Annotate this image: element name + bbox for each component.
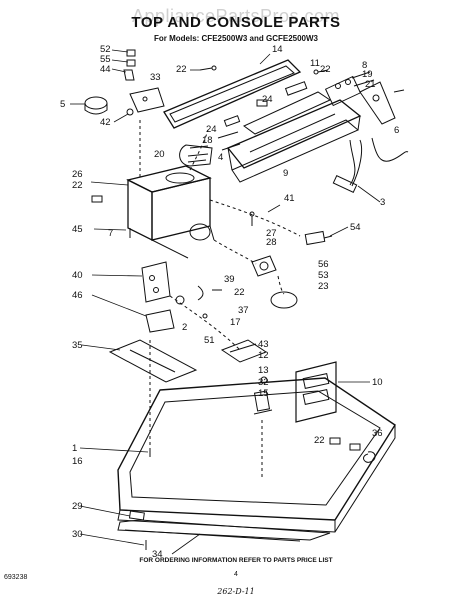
callout-13: 13 bbox=[258, 365, 269, 376]
callout-1: 1 bbox=[72, 443, 77, 454]
callout-41: 41 bbox=[284, 193, 295, 204]
callout-37: 37 bbox=[238, 305, 249, 316]
callout-30: 30 bbox=[72, 529, 83, 540]
callout-45: 45 bbox=[72, 224, 83, 235]
callout-17: 17 bbox=[230, 317, 241, 328]
callout-24b: 24 bbox=[206, 124, 217, 135]
callout-16: 16 bbox=[72, 456, 83, 467]
switch-54 bbox=[304, 230, 333, 246]
callout-12: 12 bbox=[258, 350, 269, 361]
callout-8: 8 bbox=[362, 60, 367, 71]
callout-46: 46 bbox=[72, 290, 83, 301]
callout-55: 55 bbox=[100, 54, 111, 65]
callout-22c: 22 bbox=[72, 180, 83, 191]
callout-34: 34 bbox=[152, 549, 163, 560]
mounting-bracket-40 bbox=[141, 261, 171, 303]
callout-21: 21 bbox=[365, 79, 376, 90]
callout-52: 52 bbox=[100, 44, 111, 55]
clip-group bbox=[123, 49, 136, 116]
callout-24a: 24 bbox=[262, 94, 273, 105]
handwritten-note: 262-D-11 bbox=[217, 587, 255, 596]
callout-53: 53 bbox=[318, 270, 329, 281]
lint-duct bbox=[126, 165, 215, 259]
callout-44: 44 bbox=[100, 64, 111, 75]
callout-labels: 52 55 44 33 5 42 22 14 11 22 8 19 21 24 … bbox=[60, 44, 399, 560]
callout-18: 18 bbox=[202, 135, 213, 146]
wire-harness bbox=[332, 137, 409, 193]
page-number: 4 bbox=[234, 571, 238, 578]
assembly-dashed-lines bbox=[139, 120, 301, 478]
top-panel bbox=[117, 377, 396, 533]
console-bracket bbox=[359, 81, 396, 125]
callout-27: 27 bbox=[266, 228, 277, 239]
screws-misc bbox=[91, 195, 255, 550]
callout-14: 14 bbox=[272, 44, 283, 55]
knob bbox=[84, 96, 108, 115]
control-housing bbox=[226, 91, 362, 183]
plate-46 bbox=[145, 309, 175, 333]
callout-10: 10 bbox=[372, 377, 383, 388]
callout-35: 35 bbox=[72, 340, 83, 351]
callout-4: 4 bbox=[218, 152, 223, 163]
callout-3: 3 bbox=[380, 197, 385, 208]
ordering-note: FOR ORDERING INFORMATION REFER TO PARTS … bbox=[139, 557, 333, 564]
callout-2: 2 bbox=[182, 322, 187, 333]
callout-15: 15 bbox=[258, 388, 269, 399]
callout-40: 40 bbox=[72, 270, 83, 281]
callout-7: 7 bbox=[108, 228, 113, 239]
fan-blade bbox=[220, 339, 268, 363]
callout-20: 20 bbox=[154, 149, 165, 160]
callout-54: 54 bbox=[350, 222, 361, 233]
callout-22d: 22 bbox=[234, 287, 245, 298]
callout-22a: 22 bbox=[176, 64, 187, 75]
switch-block bbox=[324, 71, 375, 107]
model-subtitle: For Models: CFE2500W3 and GCFE2500W3 bbox=[153, 34, 319, 43]
screws-right bbox=[329, 437, 376, 463]
callout-22b: 22 bbox=[320, 64, 331, 75]
callout-19: 19 bbox=[362, 69, 373, 80]
leader-lines bbox=[70, 49, 381, 555]
callout-5: 5 bbox=[60, 99, 65, 110]
callout-42: 42 bbox=[100, 117, 111, 128]
timer-assembly bbox=[179, 144, 213, 167]
hinge-parts bbox=[253, 376, 273, 415]
callout-6: 6 bbox=[394, 125, 399, 136]
screws-top bbox=[199, 65, 405, 93]
callout-9: 9 bbox=[283, 168, 288, 179]
callout-43: 43 bbox=[258, 339, 269, 350]
small-parts-mid bbox=[175, 285, 222, 319]
callout-26: 26 bbox=[72, 169, 83, 180]
front-strip bbox=[117, 510, 331, 542]
thermostat-56 bbox=[251, 255, 277, 277]
callout-32: 32 bbox=[258, 377, 269, 388]
door-switch-23 bbox=[270, 291, 298, 309]
document-number: 693238 bbox=[4, 574, 28, 581]
panel-35 bbox=[108, 339, 198, 383]
callout-36: 36 bbox=[372, 428, 383, 439]
console-panel bbox=[163, 59, 302, 129]
cover-plate bbox=[129, 87, 165, 113]
callout-11: 11 bbox=[310, 58, 320, 69]
callout-23: 23 bbox=[318, 281, 329, 292]
callout-56: 56 bbox=[318, 259, 329, 270]
callout-39: 39 bbox=[224, 274, 235, 285]
callout-28: 28 bbox=[266, 237, 277, 248]
callout-51: 51 bbox=[204, 335, 215, 346]
console-small-parts bbox=[217, 81, 308, 151]
watermark: AppliancePartsPros.com bbox=[131, 6, 341, 26]
door-panel-10 bbox=[295, 361, 337, 423]
callout-33: 33 bbox=[150, 72, 161, 83]
callout-22e: 22 bbox=[314, 435, 325, 446]
page-title: TOP AND CONSOLE PARTS bbox=[131, 14, 341, 31]
callout-29: 29 bbox=[72, 501, 83, 512]
